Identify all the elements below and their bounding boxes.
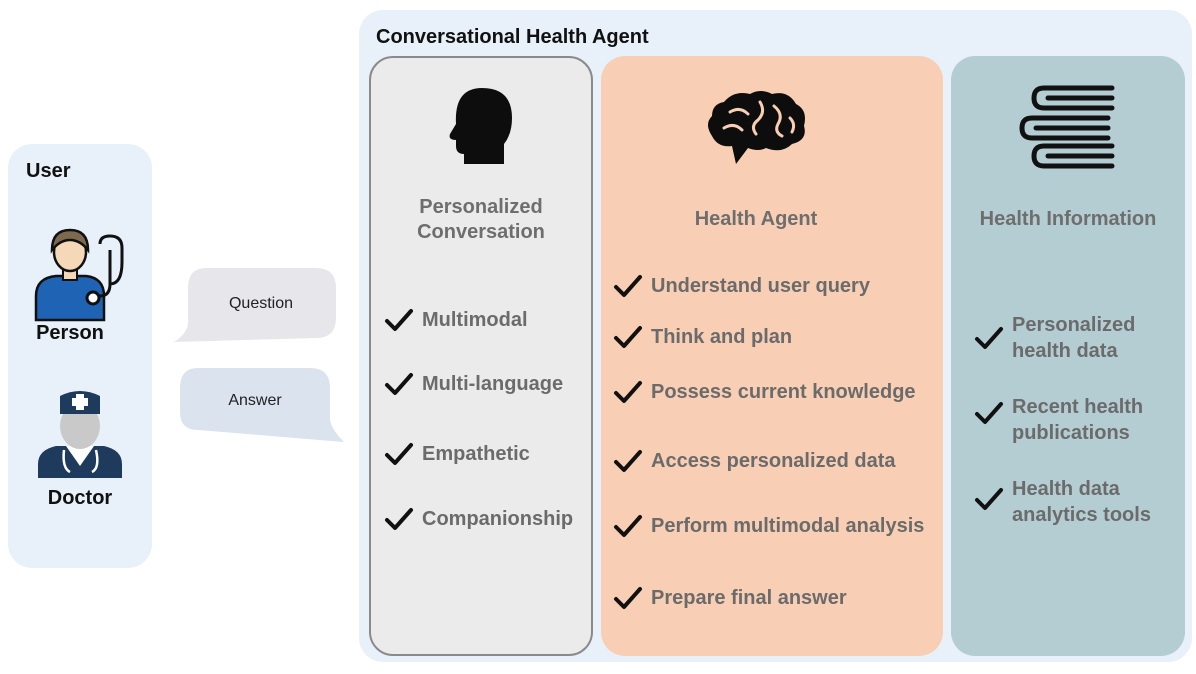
- checkmark-icon: [614, 381, 642, 403]
- list-item-label: Possess current knowledge: [651, 381, 916, 403]
- list-item: Personalized health data: [974, 312, 1135, 364]
- list-item: Possess current knowledge: [613, 379, 916, 405]
- list-item: Recent health publications: [974, 394, 1143, 446]
- doctor-label: Doctor: [47, 487, 113, 509]
- agent-title: Conversational Health Agent: [376, 26, 649, 48]
- health-agent-heading: Health Agent: [694, 208, 818, 230]
- list-item-label: Companionship: [422, 508, 574, 530]
- checkmark-icon: [385, 373, 413, 395]
- checkmark-icon: [385, 309, 413, 331]
- list-item: Access personalized data: [613, 448, 896, 474]
- list-item: Multi-language: [384, 371, 563, 397]
- personalized-conversation-column: [369, 56, 593, 656]
- question-label: Question: [228, 295, 294, 312]
- list-item: Prepare final answer: [613, 585, 847, 611]
- list-item-label: Understand user query: [651, 275, 870, 297]
- answer-label: Answer: [228, 392, 282, 409]
- health-information-heading: Health Information: [979, 208, 1157, 230]
- list-item: Think and plan: [613, 324, 792, 350]
- checkmark-icon: [614, 515, 642, 537]
- checkmark-icon: [385, 443, 413, 465]
- doctor-icon: [38, 391, 122, 478]
- list-item: Understand user query: [613, 273, 870, 299]
- list-item: Health data analytics tools: [974, 476, 1151, 528]
- list-item-label: Health data analytics tools: [1012, 478, 1151, 526]
- brain-icon: [708, 91, 805, 164]
- checkmark-icon: [385, 508, 413, 530]
- list-item-label: Empathetic: [422, 443, 530, 465]
- checkmark-icon: [614, 275, 642, 297]
- list-item: Empathetic: [384, 441, 530, 467]
- head-silhouette-icon: [449, 88, 512, 164]
- list-item-label: Multimodal: [422, 309, 528, 331]
- list-item-label: Multi-language: [422, 373, 564, 395]
- books-stack-icon: [1019, 85, 1115, 169]
- question-bubble: [174, 268, 336, 342]
- health-agent-column: [601, 56, 943, 656]
- list-item-label: Think and plan: [651, 326, 793, 348]
- list-item-label: Prepare final answer: [651, 587, 847, 609]
- person-label: Person: [36, 322, 104, 344]
- checkmark-icon: [975, 488, 1003, 510]
- person-stethoscope-icon: [34, 228, 124, 322]
- list-item: Multimodal: [384, 307, 528, 333]
- checkmark-icon: [614, 326, 642, 348]
- checkmark-icon: [614, 450, 642, 472]
- list-item-label: Perform multimodal analysis: [651, 515, 925, 537]
- checkmark-icon: [975, 402, 1003, 424]
- personalized-conversation-heading: Personalized Conversation: [417, 196, 545, 243]
- user-title: User: [26, 160, 71, 182]
- list-item-label: Recent health publications: [1012, 396, 1144, 444]
- answer-bubble: [180, 368, 344, 442]
- checkmark-icon: [614, 587, 642, 609]
- checkmark-icon: [975, 327, 1003, 349]
- list-item: Perform multimodal analysis: [613, 513, 924, 539]
- list-item-label: Access personalized data: [651, 450, 896, 472]
- list-item: Companionship: [384, 506, 573, 532]
- list-item-label: Personalized health data: [1012, 314, 1136, 362]
- user-panel: [8, 144, 152, 568]
